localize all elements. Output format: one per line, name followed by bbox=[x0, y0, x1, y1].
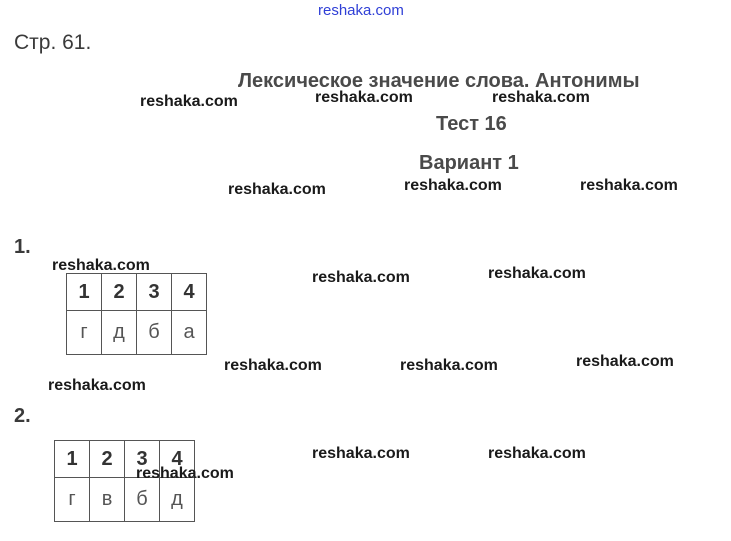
table-header-row: 1 2 3 4 bbox=[66, 273, 207, 311]
watermark: reshaka.com bbox=[52, 257, 150, 274]
table-header-cell: 4 bbox=[171, 273, 207, 311]
table-header-cell: 2 bbox=[89, 440, 125, 478]
table-answer-cell: г bbox=[54, 477, 90, 522]
watermark: reshaka.com bbox=[224, 357, 322, 374]
table-header-cell: 3 bbox=[124, 440, 160, 478]
table-answer-cell: а bbox=[171, 310, 207, 355]
table-header-cell: 2 bbox=[101, 273, 137, 311]
page-number: Стр. 61. bbox=[14, 31, 92, 54]
table-header-cell: 1 bbox=[66, 273, 102, 311]
watermark: reshaka.com bbox=[492, 89, 590, 106]
table-answer-cell: б bbox=[124, 477, 160, 522]
table-header-row: 1 2 3 4 bbox=[54, 440, 195, 478]
table-header-cell: 1 bbox=[54, 440, 90, 478]
task-2-answer-table: 1 2 3 4 г в б д bbox=[54, 440, 195, 522]
watermark: reshaka.com bbox=[140, 93, 238, 110]
page-title: Лексическое значение слова. Антонимы bbox=[238, 70, 640, 92]
task-1-answer-table: 1 2 3 4 г д б а bbox=[66, 273, 207, 355]
table-answer-cell: д bbox=[101, 310, 137, 355]
watermark: reshaka.com bbox=[136, 465, 234, 482]
table-answer-cell: д bbox=[159, 477, 195, 522]
watermark: reshaka.com bbox=[488, 445, 586, 462]
watermark: reshaka.com bbox=[315, 89, 413, 106]
watermark: reshaka.com bbox=[488, 265, 586, 282]
watermark: reshaka.com bbox=[404, 177, 502, 194]
watermark: reshaka.com bbox=[576, 353, 674, 370]
test-heading: Тест 16 bbox=[436, 113, 507, 135]
table-answer-cell: в bbox=[89, 477, 125, 522]
table-header-cell: 3 bbox=[136, 273, 172, 311]
table-answer-row: г д б а bbox=[66, 310, 207, 355]
watermark: reshaka.com bbox=[228, 181, 326, 198]
watermark: reshaka.com bbox=[312, 445, 410, 462]
task-1-number: 1. bbox=[14, 236, 31, 258]
task-2-number: 2. bbox=[14, 405, 31, 427]
site-link[interactable]: reshaka.com bbox=[318, 2, 404, 19]
table-answer-cell: б bbox=[136, 310, 172, 355]
table-answer-cell: г bbox=[66, 310, 102, 355]
watermark: reshaka.com bbox=[580, 177, 678, 194]
watermark: reshaka.com bbox=[400, 357, 498, 374]
watermark: reshaka.com bbox=[48, 377, 146, 394]
watermark: reshaka.com bbox=[312, 269, 410, 286]
variant-heading: Вариант 1 bbox=[419, 152, 519, 174]
table-answer-row: г в б д bbox=[54, 477, 195, 522]
